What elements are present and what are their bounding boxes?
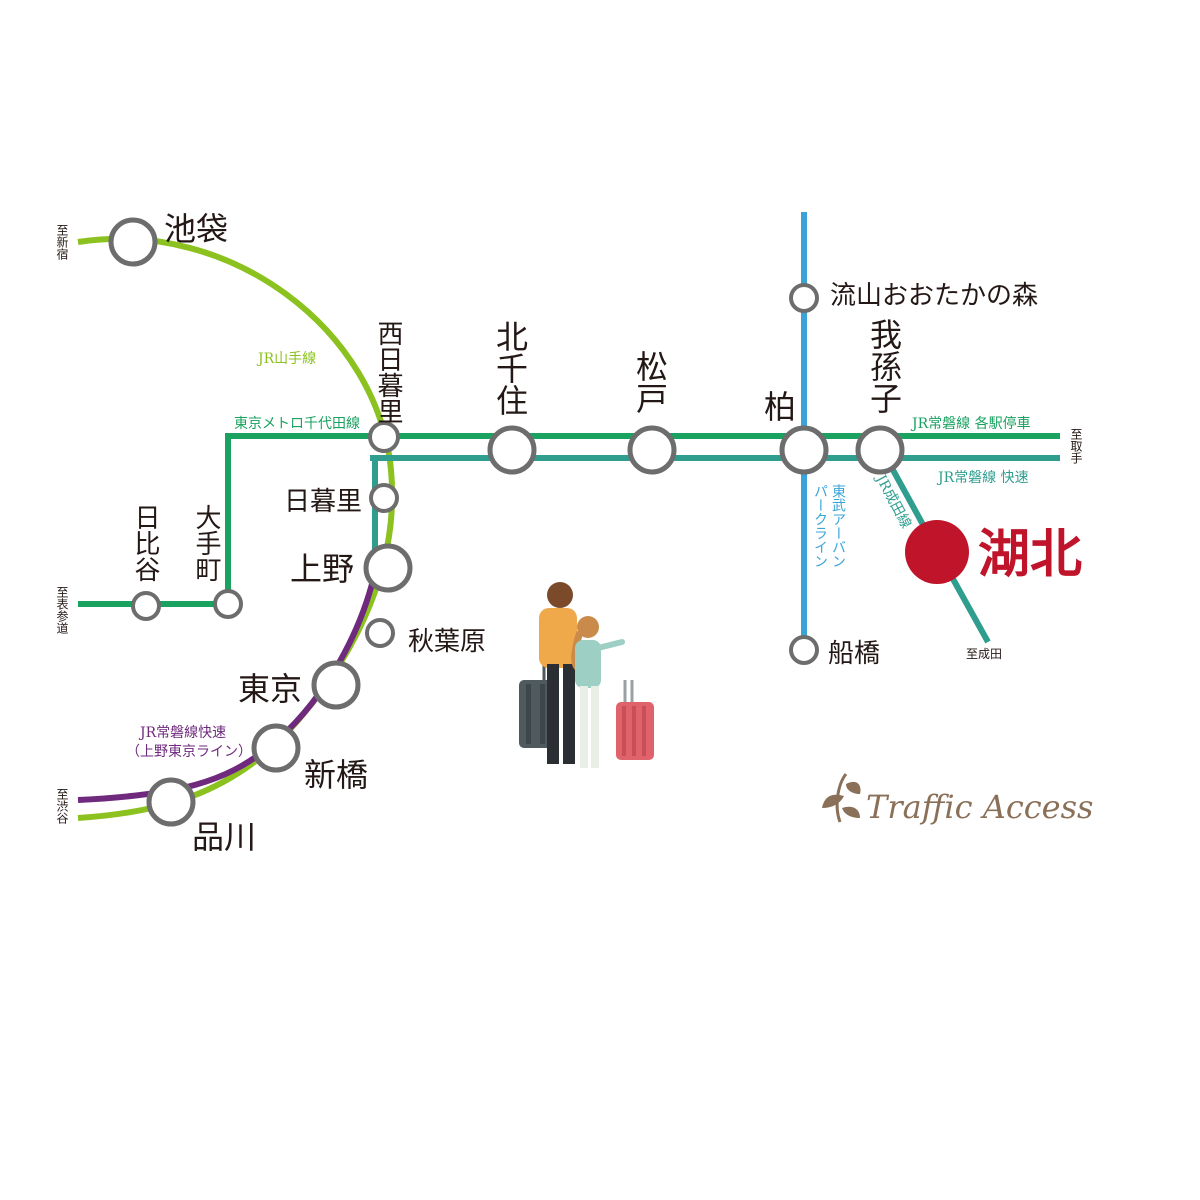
label-kita-senju: 北千住 [491, 320, 529, 416]
dir-toride: 至取手 [1069, 428, 1083, 464]
station-shimbashi [251, 723, 301, 773]
dir-omotesando: 至表参道 [55, 586, 69, 634]
label-ueno-tokyo-1: JR常磐線快速 [138, 725, 226, 741]
station-funabashi [789, 635, 819, 665]
label-funabashi: 船橋 [828, 639, 880, 669]
label-shinagawa: 品川 [192, 818, 256, 856]
label-matsudo: 松戸 [631, 350, 669, 414]
label-akihabara: 秋葉原 [408, 627, 486, 657]
label-chiyoda: 東京メトロ千代田線 [234, 416, 360, 432]
label-abiko: 我孫子 [865, 318, 903, 414]
label-nagareyama: 流山おおたかの森 [830, 281, 1038, 311]
station-otemachi [213, 589, 243, 619]
leaf-icon [822, 773, 861, 823]
label-hibiya: 日比谷 [130, 504, 160, 582]
station-kashiwa [779, 425, 829, 475]
label-tobu-2: パークライン [812, 484, 828, 568]
dir-narita: 至成田 [966, 647, 1002, 661]
station-abiko [855, 425, 905, 475]
label-nishi-nippori: 西日暮里 [373, 320, 403, 424]
label-kashiwa: 柏 [764, 388, 796, 426]
station-hibiya [131, 591, 161, 621]
label-shimbashi: 新橋 [304, 756, 368, 794]
station-ikebukuro [108, 217, 158, 267]
travelers-illustration [519, 582, 654, 768]
station-kohoku [905, 520, 969, 584]
label-ikebukuro: 池袋 [164, 210, 228, 248]
logo-traffic-access: Traffic Access [866, 788, 1093, 826]
label-nippori: 日暮里 [284, 487, 362, 517]
station-kita-senju [487, 425, 537, 475]
station-akihabara [365, 618, 395, 648]
yamanote-line [77, 235, 396, 821]
station-nagareyama [789, 283, 819, 313]
label-ueno: 上野 [290, 550, 354, 588]
label-ueno-tokyo-2: （上野東京ライン） [126, 744, 252, 760]
label-tobu-1: 東武アーバン [830, 484, 846, 568]
label-otemachi: 大手町 [191, 504, 221, 582]
station-matsudo [627, 425, 677, 475]
dir-shibuya: 至渋谷 [55, 788, 69, 825]
station-shinagawa [146, 777, 196, 827]
station-ueno [363, 543, 413, 593]
label-joban-local: JR常磐線 各駅停車 [910, 415, 1031, 432]
station-nishi-nippori [368, 421, 400, 453]
label-kohoku: 湖北 [978, 524, 1082, 585]
station-nippori [369, 483, 399, 513]
station-tokyo [311, 660, 361, 710]
label-tokyo: 東京 [238, 670, 302, 708]
label-yamanote: JR山手線 [256, 351, 316, 367]
dir-shinjuku: 至新宿 [55, 224, 69, 260]
label-joban-rapid: JR常磐線 快速 [936, 470, 1029, 486]
